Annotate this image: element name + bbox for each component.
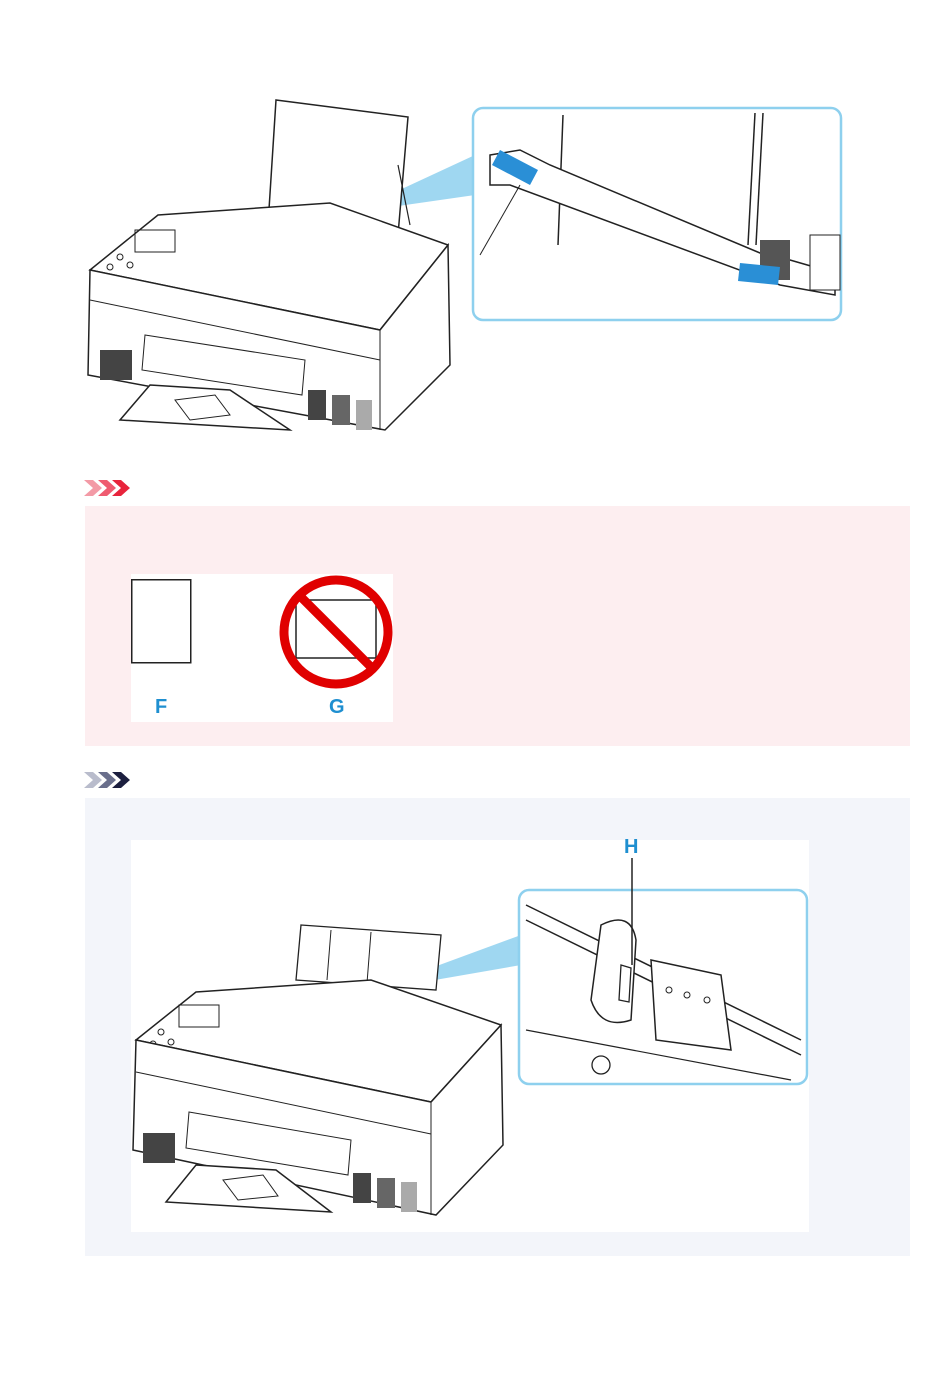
important-panel: F G bbox=[85, 506, 910, 746]
important-chevrons-icon bbox=[84, 478, 132, 498]
landscape-label: G bbox=[329, 696, 345, 719]
paper-guide-figure: H bbox=[131, 840, 809, 1232]
guide-callout-label: H bbox=[624, 836, 638, 859]
portrait-paper-icon bbox=[131, 579, 193, 665]
orientation-figure: F G bbox=[131, 574, 393, 722]
note-chevrons-icon bbox=[84, 770, 132, 790]
printer-guide-illustration bbox=[131, 840, 809, 1232]
note-panel: H bbox=[85, 798, 910, 1256]
printer-loading-figure bbox=[80, 95, 855, 445]
no-landscape-icon bbox=[278, 574, 394, 690]
portrait-label: F bbox=[155, 696, 167, 719]
